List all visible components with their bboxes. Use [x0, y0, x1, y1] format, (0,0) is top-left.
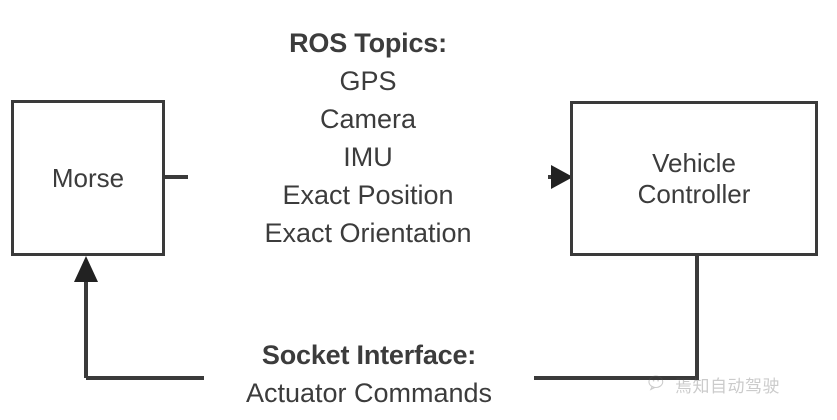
ros-topics-heading: ROS Topics:	[188, 24, 548, 62]
ros-topic-item-camera: Camera	[188, 100, 548, 138]
socket-connector-vertical-right	[695, 256, 699, 380]
socket-interface-heading: Socket Interface:	[204, 336, 534, 374]
ros-topic-item-exact-position: Exact Position	[188, 176, 548, 214]
ros-topic-item-exact-orientation: Exact Orientation	[188, 214, 548, 252]
arrow-right-icon	[551, 165, 573, 189]
node-morse[interactable]: Morse	[11, 100, 165, 256]
node-vehicle-controller[interactable]: Vehicle Controller	[570, 101, 818, 256]
ros-topic-item-imu: IMU	[188, 138, 548, 176]
socket-connector-vertical-left	[84, 282, 88, 378]
socket-interface-item-actuator-commands: Actuator Commands	[204, 374, 534, 412]
ros-topic-item-gps: GPS	[188, 62, 548, 100]
ros-topics-annotation: ROS Topics: GPS Camera IMU Exact Positio…	[188, 24, 548, 252]
node-vehicle-controller-label: Vehicle Controller	[637, 147, 751, 209]
node-morse-label: Morse	[51, 162, 125, 193]
arrow-up-icon	[74, 256, 98, 282]
socket-interface-annotation: Socket Interface: Actuator Commands	[204, 336, 534, 412]
